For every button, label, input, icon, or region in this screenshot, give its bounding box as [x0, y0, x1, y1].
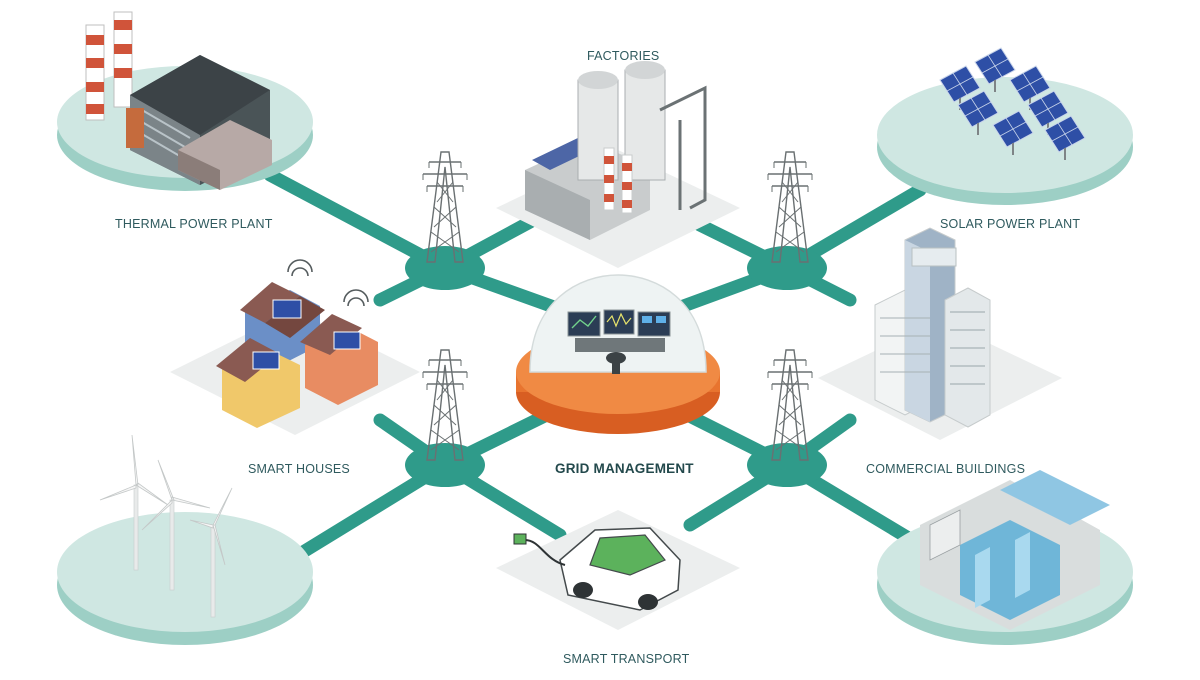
label-grid-management: GRID MANAGEMENT	[555, 461, 694, 476]
label-solar-power-plant: SOLAR POWER PLANT	[940, 217, 1080, 231]
hydro-power-node	[877, 470, 1133, 645]
smart-houses-node	[170, 260, 420, 435]
label-commercial-buildings: COMMERCIAL BUILDINGS	[866, 462, 1025, 476]
label-smart-houses: SMART HOUSES	[248, 462, 350, 476]
transmission-tower-icon	[768, 152, 812, 262]
transmission-tower-icon	[423, 152, 467, 262]
label-thermal-power-plant: THERMAL POWER PLANT	[115, 217, 273, 231]
label-smart-transport: SMART TRANSPORT	[563, 652, 689, 666]
thermal-power-plant-node	[57, 12, 313, 191]
commercial-buildings-node	[818, 228, 1062, 440]
label-factories: FACTORIES	[587, 49, 659, 63]
solar-power-plant-node	[877, 48, 1133, 205]
smart-transport-node	[496, 510, 740, 630]
house-icon	[216, 282, 378, 428]
office-building-icon	[875, 228, 990, 427]
factories-node	[496, 61, 740, 268]
